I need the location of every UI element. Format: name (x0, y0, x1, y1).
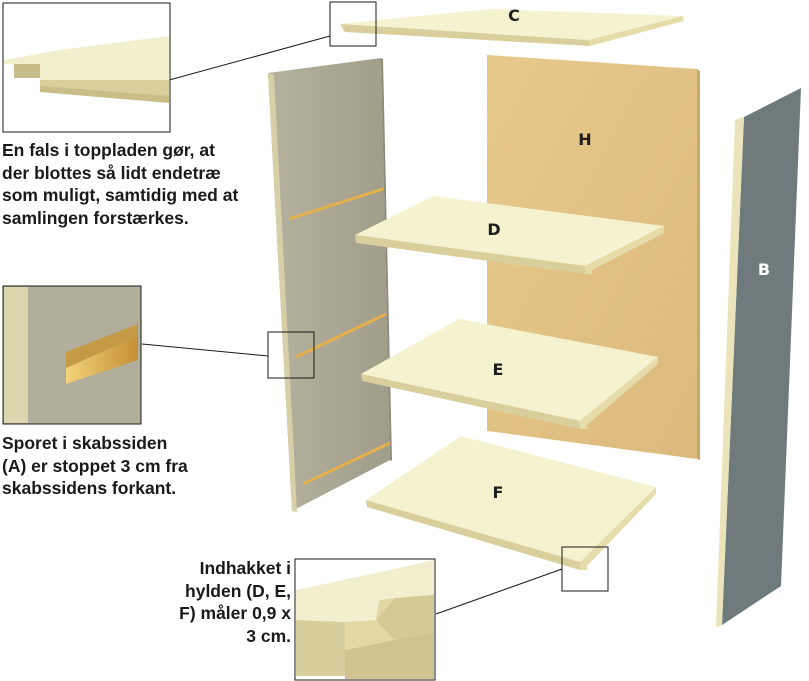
callout-line: samlingen forstærkes. (2, 207, 189, 228)
callout-line: hylden (D, E, (185, 580, 291, 601)
top-panel-c: C (340, 6, 684, 46)
side-panel-left (268, 58, 392, 512)
groove-1 (288, 187, 384, 221)
callout-line: En fals i toppladen gør, at (2, 140, 215, 160)
part-label-c: C (508, 6, 520, 25)
leader-lines (139, 1, 609, 615)
groove-3 (302, 441, 391, 486)
callout-line: Indhakket i (199, 558, 291, 578)
part-label-f: F (493, 483, 504, 502)
part-label-e: E (493, 360, 504, 379)
marker-box-top (329, 1, 377, 47)
part-label-h: H (578, 130, 591, 149)
shelf-e: E (361, 319, 658, 429)
callout-line: 3 cm. (246, 625, 291, 646)
zoom-inset-groove (2, 285, 142, 425)
zoom-inset-notch (294, 558, 436, 681)
part-label-d: D (487, 220, 500, 239)
callout-line: der blottes så lidt endetræ (2, 162, 221, 183)
zoom-inset-top-rabbet (2, 2, 171, 133)
callout-line: som muligt, samtidig med at (2, 185, 239, 205)
callout-groove: Sporet i skabssiden (A) er stoppet 3 cm … (2, 432, 188, 500)
side-panel-right: B (716, 88, 801, 627)
part-label-b: B (758, 260, 770, 279)
groove-2 (295, 312, 387, 359)
shelf-d: D (355, 196, 664, 274)
callout-line: Sporet i skabssiden (2, 433, 168, 453)
callout-notch: Indhakket i hylden (D, E, F) måler 0,9 x… (150, 557, 291, 647)
callout-line: F) måler 0,9 x (179, 603, 291, 623)
callout-line: (A) er stoppet 3 cm fra (2, 455, 188, 476)
callout-line: skabssidens forkant. (2, 478, 177, 498)
marker-box-groove (267, 331, 315, 379)
shelf-f: F (366, 436, 656, 570)
callout-top-rabbet: En fals i toppladen gør, at der blottes … (2, 139, 238, 229)
